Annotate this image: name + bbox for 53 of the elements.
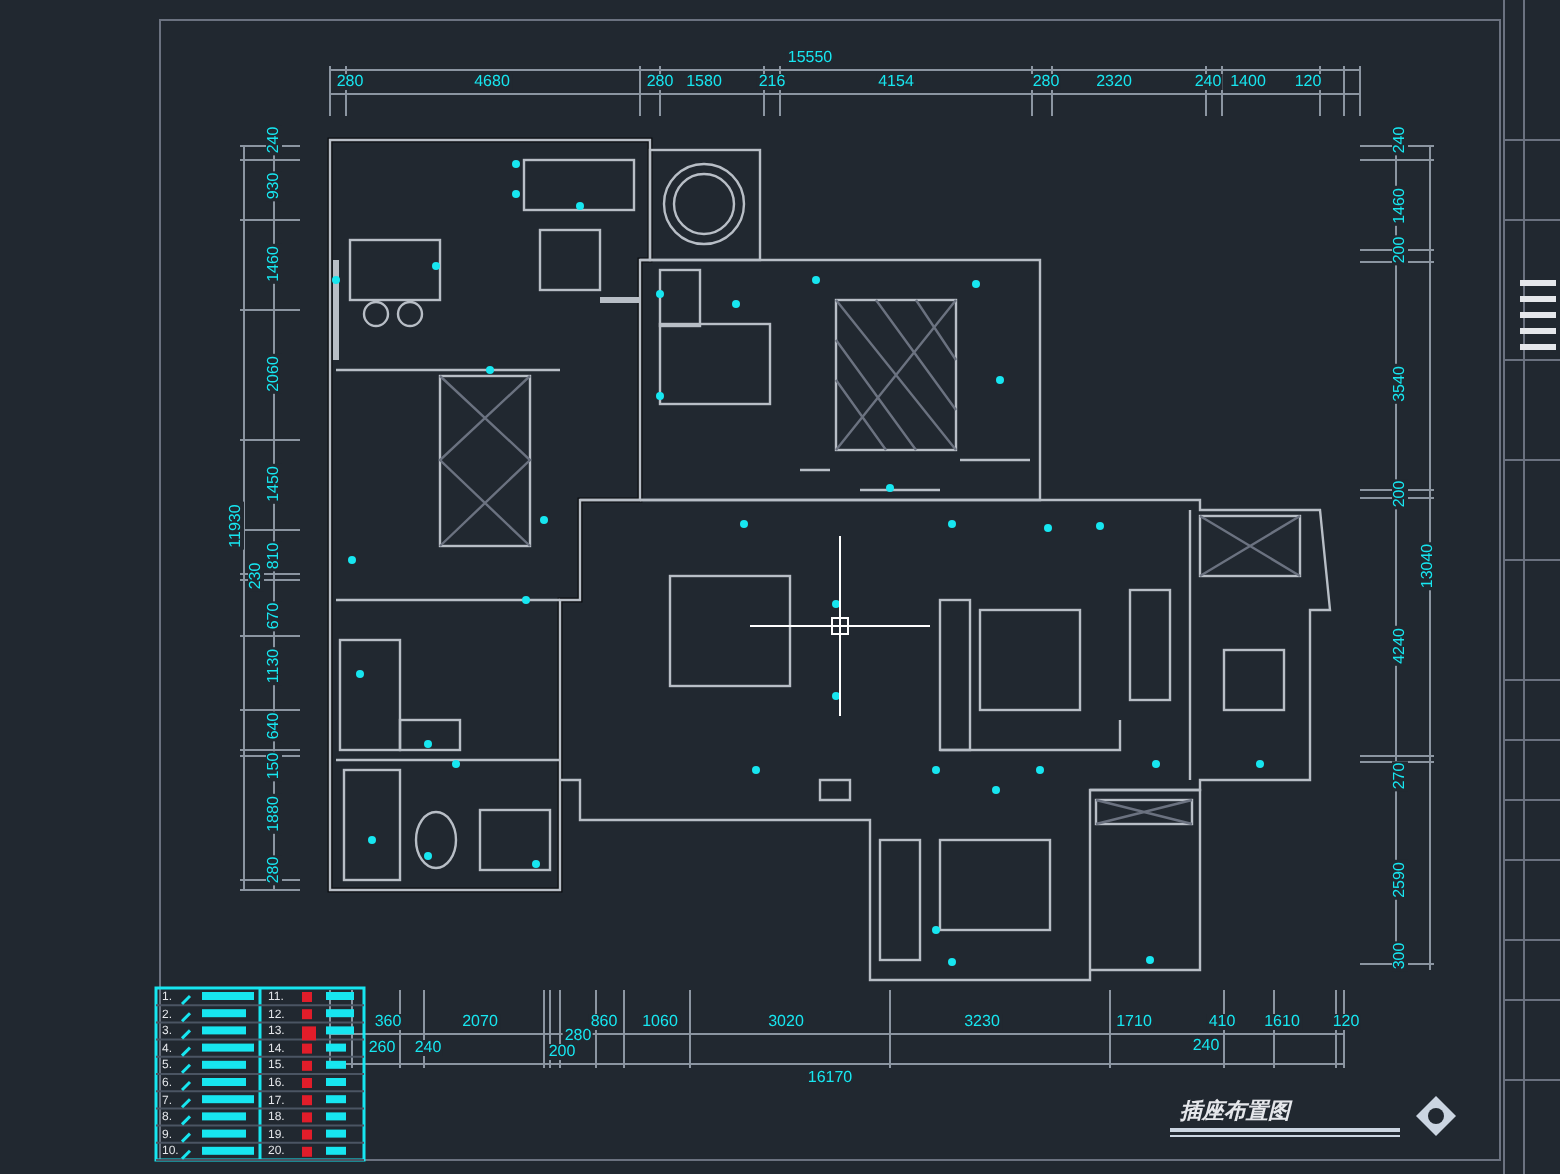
dimension-text: 1400 xyxy=(1228,74,1268,90)
dimension-text: 280 xyxy=(1030,74,1062,90)
dimension-text: 640 xyxy=(266,710,282,742)
dimension-text: 200 xyxy=(1392,234,1408,266)
dimension-text: 2060 xyxy=(266,354,282,394)
dimension-text: 200 xyxy=(546,1044,578,1060)
dimension-text: 260 xyxy=(366,1040,398,1056)
dimension-text: 1130 xyxy=(266,646,282,686)
dimension-text: 670 xyxy=(266,600,282,632)
dimension-text: 360 xyxy=(372,1014,404,1030)
dimension-text: 280 xyxy=(334,74,366,90)
dimension-text: 13040 xyxy=(1420,541,1436,591)
dimension-text: 3540 xyxy=(1392,364,1408,404)
dimension-text: 240 xyxy=(1190,1038,1222,1054)
dimension-text: 240 xyxy=(412,1040,444,1056)
dimension-text: 240 xyxy=(1192,74,1224,90)
dimension-text: 2590 xyxy=(1392,860,1408,900)
dimension-text: 1060 xyxy=(640,1014,680,1030)
drawing-title: 插座布置图 xyxy=(1180,1102,1290,1124)
dimension-text: 216 xyxy=(756,74,788,90)
dimension-text: 230 xyxy=(248,560,264,592)
dimension-text: 860 xyxy=(588,1014,620,1030)
dimension-text: 2320 xyxy=(1094,74,1134,90)
dimension-text: 930 xyxy=(266,170,282,202)
dimension-text: 280 xyxy=(562,1028,594,1044)
dimension-text: 4154 xyxy=(876,74,916,90)
dimension-text: 2070 xyxy=(460,1014,500,1030)
dimension-text: 11930 xyxy=(228,502,244,550)
dimension-text: 16170 xyxy=(805,1070,855,1086)
dimension-text: 120 xyxy=(1292,74,1324,90)
dimension-text: 120 xyxy=(1330,1014,1362,1030)
dimension-text: 270 xyxy=(1392,760,1408,792)
dimension-text: 1450 xyxy=(266,464,282,504)
dimension-text: 240 xyxy=(266,124,282,156)
dimension-text: 1460 xyxy=(1392,186,1408,226)
dimension-text: 1880 xyxy=(266,794,282,834)
dimension-text: 240 xyxy=(1392,124,1408,156)
dimension-text: 3230 xyxy=(962,1014,1002,1030)
dimension-text: 4240 xyxy=(1392,626,1408,666)
dimension-text: 200 xyxy=(1392,478,1408,510)
dimension-text: 1610 xyxy=(1262,1014,1302,1030)
dimension-text: 280 xyxy=(266,854,282,886)
dimension-text: 4680 xyxy=(472,74,512,90)
dimension-text: 810 xyxy=(266,540,282,572)
dimension-text: 15550 xyxy=(785,50,835,66)
dimension-text: 1580 xyxy=(684,74,724,90)
dimension-text: 300 xyxy=(1392,940,1408,972)
dimension-text: 1460 xyxy=(266,244,282,284)
dimension-text: 280 xyxy=(644,74,676,90)
dimension-text: 410 xyxy=(1206,1014,1238,1030)
dimension-text: 150 xyxy=(266,750,282,782)
dimension-text: 1710 xyxy=(1114,1014,1154,1030)
dimension-text: 3020 xyxy=(766,1014,806,1030)
